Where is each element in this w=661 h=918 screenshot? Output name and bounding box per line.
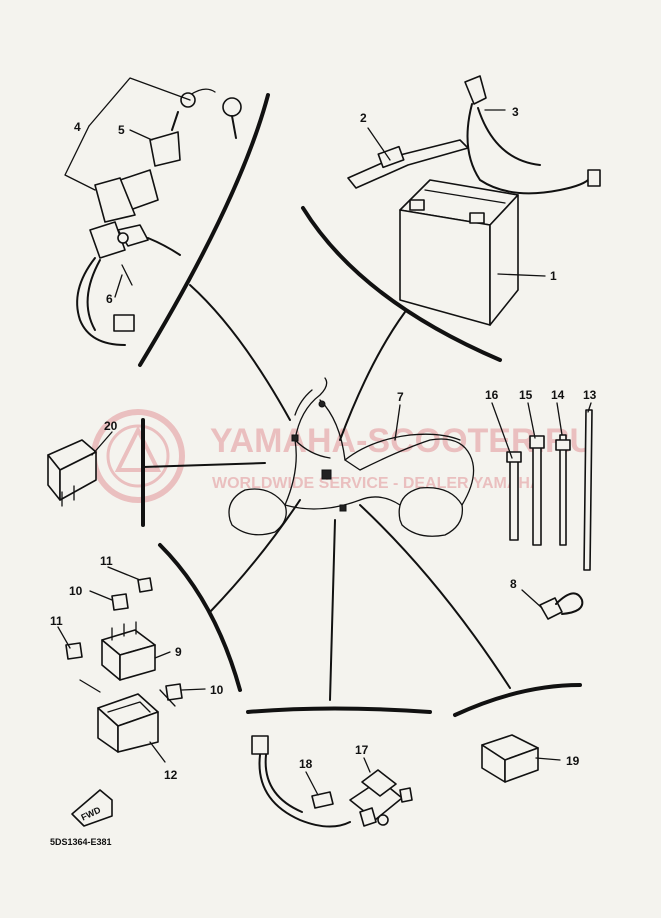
fuse-section-border [158,543,242,692]
relay-20 [47,439,97,507]
fuse-relay-assembly [65,577,183,753]
callout-9: 9 [175,645,182,659]
callout-11-left: 11 [50,614,63,628]
callout-17: 17 [355,743,369,757]
callout-11-top: 11 [100,554,113,568]
battery [399,179,519,326]
battery-band [347,139,469,189]
callout-8: 8 [510,577,517,591]
fwd-arrow-icon [71,789,113,827]
fwd-arrow: FWD [71,789,113,827]
callout-10-bottom: 10 [210,683,224,697]
callout-6: 6 [106,292,113,306]
callout-4: 4 [74,120,81,134]
callout-labels: 1 2 3 4 5 6 7 8 9 10 10 11 11 12 13 14 1… [50,105,597,782]
callout-12: 12 [164,768,178,782]
battery-section-border [301,206,502,362]
starter-section-border [246,706,432,714]
callout-19: 19 [566,754,580,768]
battery-lead [464,75,601,195]
callout-7: 7 [397,390,404,404]
ignition-section-border [138,93,270,367]
callout-2: 2 [360,111,367,125]
callout-3: 3 [512,105,519,119]
leader-lines [142,284,511,701]
catalog-code: 5DS1364-E381 [50,837,112,847]
callout-10-top: 10 [69,584,83,598]
callout-1: 1 [550,269,557,283]
callout-16: 16 [485,388,499,402]
main-switch-assembly [76,88,242,346]
flasher-section-border [453,683,582,717]
coupler-clip [539,592,584,620]
callout-5: 5 [118,123,125,137]
callout-leaders [57,77,592,796]
watermark-tagline: WORLDWIDE SERVICE - DEALER YAMAHA [212,475,542,492]
scooter-relay-marker [321,469,332,480]
callout-18: 18 [299,757,313,771]
scooter-outline [228,377,475,537]
section-borders [138,93,582,717]
callout-15: 15 [519,388,533,402]
harness-leader [394,404,401,441]
callout-14: 14 [551,388,565,402]
starter-relay-assembly [251,735,413,828]
callout-13: 13 [583,388,597,402]
flasher-relay-19 [481,734,539,783]
callout-20: 20 [104,419,118,433]
cable-bands [506,409,593,571]
